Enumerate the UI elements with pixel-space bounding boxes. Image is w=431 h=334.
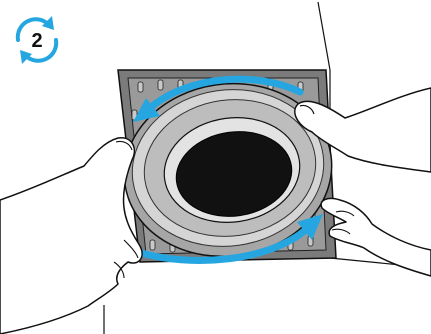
step-badge: 2: [18, 16, 56, 64]
step-number: 2: [31, 30, 42, 52]
hand-left: [0, 138, 142, 334]
hand-lower-right: [321, 198, 431, 276]
